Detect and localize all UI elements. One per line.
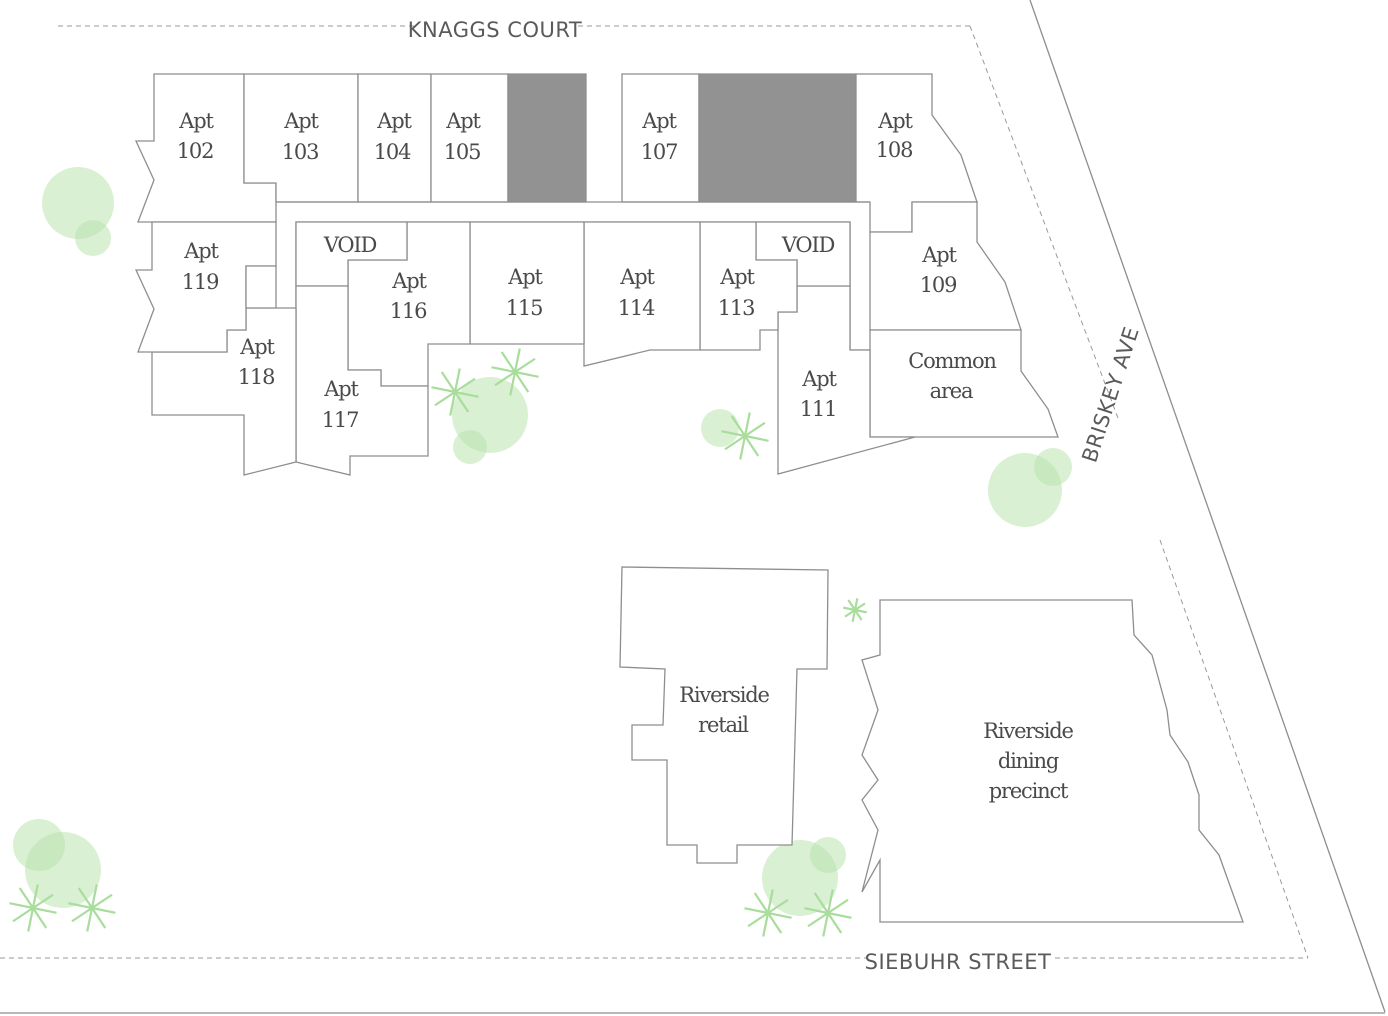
apt-116-label: Apt — [391, 269, 427, 293]
unit-labels: Apt 102 Apt 103 Apt 104 Apt 105 Apt 107 Apt 10… — [177, 109, 998, 432]
apt-119-number: 119 — [182, 270, 218, 294]
apt-108-label: Apt — [877, 109, 913, 133]
apt-103[interactable] — [243, 73, 359, 203]
palm-tree-icon — [843, 598, 867, 622]
apt-103-number: 103 — [282, 140, 318, 164]
apt-105-label: Apt — [445, 109, 481, 133]
apt-111-label: Apt — [801, 367, 837, 391]
apt-102-label: Apt — [178, 109, 214, 133]
apt-111-number: 111 — [800, 397, 836, 421]
apt-118-label: Apt — [239, 335, 275, 359]
apt-119[interactable] — [134, 221, 277, 353]
dining-label-3: precinct — [989, 779, 1069, 803]
storage-room — [245, 265, 277, 309]
apt-107-label: Apt — [641, 109, 677, 133]
apt-104[interactable] — [357, 73, 432, 203]
unavailable-unit — [507, 73, 587, 203]
apt-107[interactable] — [621, 73, 700, 203]
palm-tree-icon — [491, 348, 539, 396]
apt-107-number: 107 — [641, 140, 677, 164]
apt-104-number: 104 — [374, 140, 411, 164]
apt-113[interactable] — [699, 221, 798, 351]
tree-icon — [75, 220, 111, 256]
apt-113-label: Apt — [719, 265, 755, 289]
tree-icon — [810, 837, 846, 873]
apt-114-number: 114 — [618, 296, 655, 320]
palm-tree-icon — [431, 368, 479, 416]
north-block — [134, 73, 1059, 476]
unavailable-unit — [698, 73, 857, 203]
apt-114[interactable] — [583, 221, 701, 367]
common-area-label-2: area — [930, 379, 973, 403]
apt-109-label: Apt — [921, 243, 957, 267]
street-label-siebuhr-street: SIEBUHR STREET — [865, 950, 1052, 974]
street-label-knaggs-court: KNAGGS COURT — [408, 18, 582, 42]
apt-108-number: 108 — [876, 138, 912, 162]
dining-label: Riverside — [983, 719, 1073, 743]
apt-116-number: 116 — [390, 299, 427, 323]
void-right-label: VOID — [781, 233, 835, 257]
apt-115-number: 115 — [506, 296, 542, 320]
apt-119-label: Apt — [183, 239, 219, 263]
tree-icon — [1034, 448, 1072, 486]
palm-tree-icon — [68, 884, 116, 932]
apt-102-number: 102 — [177, 139, 213, 163]
street-label-briskey-ave: BRISKEY AVE — [1077, 324, 1143, 466]
apt-104-label: Apt — [376, 109, 412, 133]
trees — [13, 167, 1072, 916]
apt-117-number: 117 — [322, 408, 358, 432]
apt-105-number: 105 — [444, 140, 480, 164]
palm-tree-icon — [744, 889, 792, 937]
riverside-dining-precinct[interactable] — [861, 599, 1244, 923]
apt-117[interactable] — [295, 285, 429, 476]
void-left-label: VOID — [323, 233, 377, 257]
dining-label-2: dining — [998, 749, 1059, 773]
tree-icon — [701, 409, 739, 447]
apt-105[interactable] — [430, 73, 509, 203]
retail-label-2: retail — [698, 713, 749, 737]
tree-icon — [453, 430, 487, 464]
apt-117-label: Apt — [323, 377, 359, 401]
apt-115-label: Apt — [507, 265, 543, 289]
palm-tree-icon — [804, 889, 852, 937]
tree-icon — [13, 819, 65, 871]
common-area-label: Common — [908, 349, 996, 373]
palm-tree-icon — [9, 884, 57, 932]
retail-label: Riverside — [679, 683, 769, 707]
palm-tree-icon — [721, 412, 769, 460]
apt-118-number: 118 — [238, 365, 274, 389]
apt-113-number: 113 — [718, 296, 754, 320]
riverside-retail[interactable] — [619, 566, 829, 864]
palms — [9, 348, 867, 937]
apt-109-number: 109 — [920, 273, 956, 297]
apt-103-label: Apt — [283, 109, 319, 133]
apt-114-label: Apt — [619, 265, 655, 289]
